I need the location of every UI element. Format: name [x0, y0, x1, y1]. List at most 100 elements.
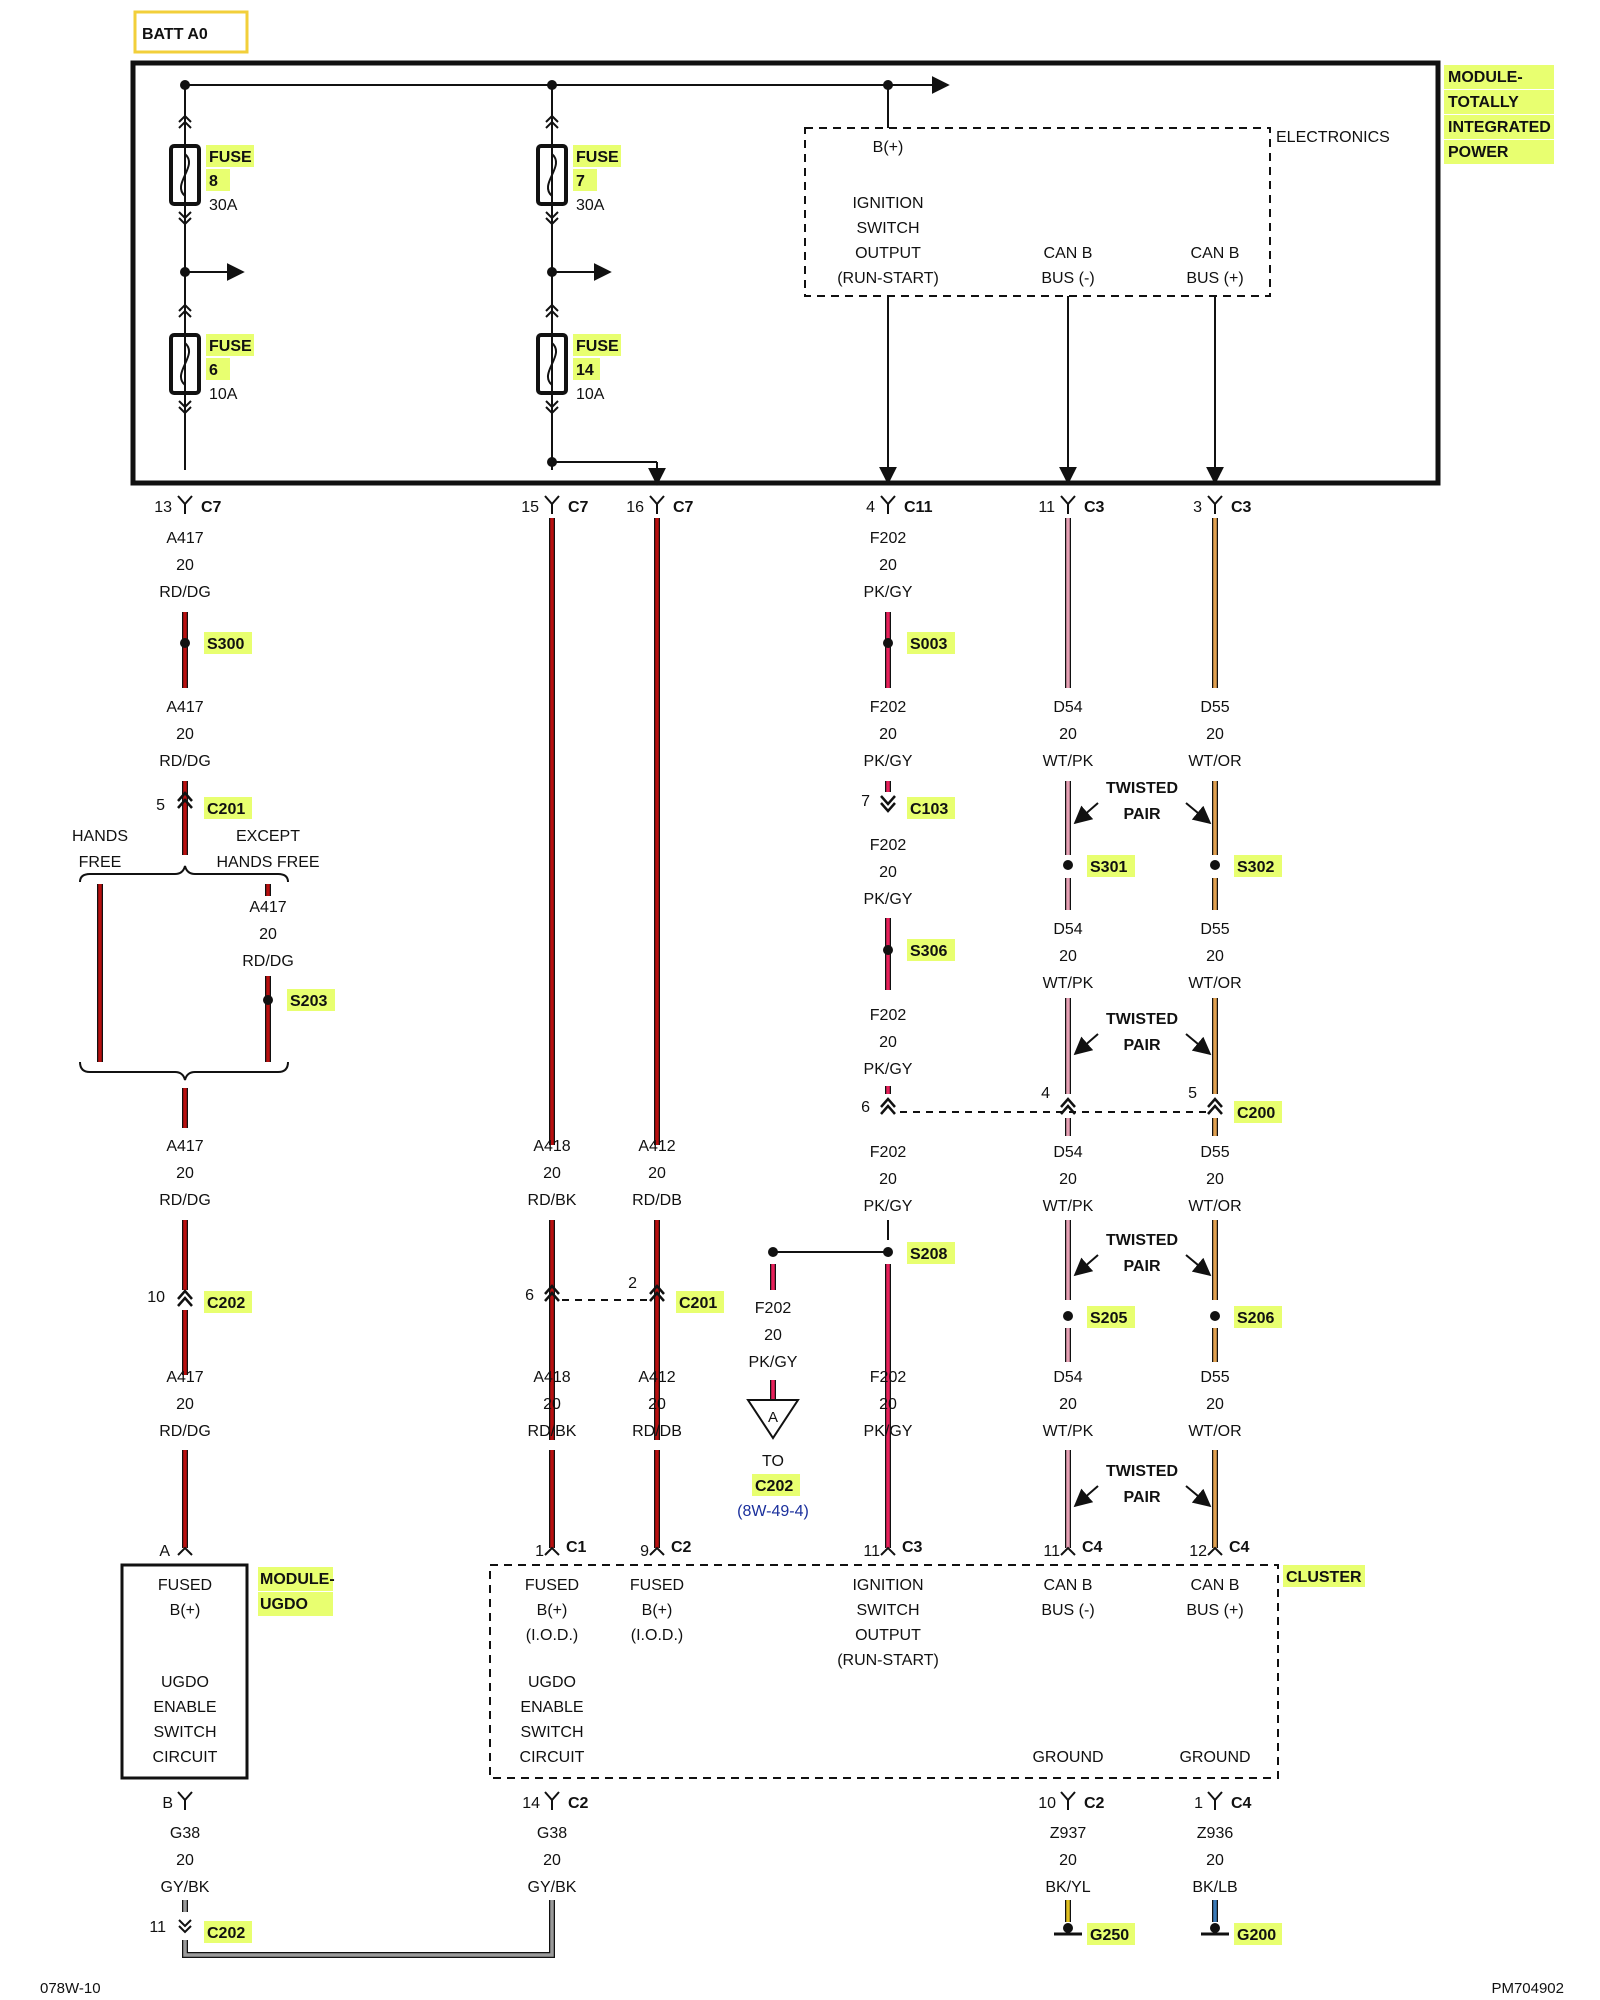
c202-10-name: C202 [207, 1295, 245, 1312]
s300-dot [180, 638, 190, 648]
ugdo-fused-1: B(+) [170, 1602, 201, 1619]
c103-7-name: C103 [910, 801, 948, 818]
f202-seg1-gauge: 20 [879, 557, 897, 574]
cluster-fused-2-1: B(+) [642, 1602, 673, 1619]
cluster-c3-pin [880, 1546, 896, 1556]
a412-seg2-gauge: 20 [648, 1396, 666, 1413]
brace-top [79, 865, 289, 883]
cluster-ugdo-enable-2: SWITCH [520, 1724, 583, 1741]
cluster-fused-1-2: (I.O.D.) [526, 1627, 578, 1644]
d54-seg1-circuit: D54 [1053, 699, 1082, 716]
electronics-canb-pos-0: CAN B [1191, 245, 1240, 262]
conn-c7-16-name: C7 [673, 499, 694, 516]
s003-label: S003 [910, 636, 947, 653]
d55-seg3-gauge: 20 [1206, 1171, 1224, 1188]
conn-c11-4-name: C11 [904, 499, 933, 516]
twisted-arrow-right-1 [1185, 802, 1212, 825]
fuse-8-top-terminal [178, 114, 192, 129]
fuse-14-top-terminal [545, 303, 559, 318]
g38-seg1-gauge: 20 [176, 1852, 194, 1869]
conn-c3-11-name: C3 [1084, 499, 1105, 516]
c202-10-number: 10 [147, 1289, 165, 1306]
a412-seg1-circuit: A412 [638, 1138, 675, 1155]
except-hands-free-label-0: EXCEPT [236, 828, 300, 845]
cluster-ugdo-enable-0: UGDO [528, 1674, 576, 1691]
a417-seg4-gauge: 20 [176, 1396, 194, 1413]
tipm-title-3: POWER [1448, 144, 1509, 161]
footer-right: PM704902 [1491, 1980, 1564, 1997]
electronics-bplus: B(+) [873, 139, 904, 156]
cluster-ign-2: OUTPUT [855, 1627, 921, 1644]
electronics-ign-1: SWITCH [856, 220, 919, 237]
s205-label: S205 [1090, 1310, 1127, 1327]
f202-seg2-color: PK/GY [864, 753, 913, 770]
conn-c3-11-number: 11 [1038, 499, 1055, 516]
s203-label: S203 [290, 993, 327, 1010]
ugdo-b-number: B [162, 1795, 173, 1812]
c201-5-name-highlight [204, 797, 252, 819]
cluster-fused-2-0: FUSED [630, 1577, 684, 1594]
f202-branch-gauge: 20 [764, 1327, 782, 1344]
fuse-6-label: FUSE [209, 338, 252, 355]
cluster-canb-neg-0: CAN B [1044, 1577, 1093, 1594]
cluster-fused-1-1: B(+) [537, 1602, 568, 1619]
offpage-ref: (8W-49-4) [737, 1503, 809, 1520]
fuse-8-bottom-terminal [178, 211, 192, 226]
cluster-ign-3: (RUN-START) [837, 1652, 939, 1669]
z936-seg-color: BK/LB [1192, 1879, 1237, 1896]
c202-10-name-highlight [204, 1291, 252, 1313]
s003-dot [883, 638, 893, 648]
fuse-8-element [179, 153, 191, 197]
f202-seg1-circuit: F202 [870, 530, 907, 547]
cluster-c4-1-number: 1 [1194, 1795, 1203, 1812]
cluster-ugdo-enable-1: ENABLE [520, 1699, 583, 1716]
s301-label-highlight [1087, 855, 1135, 877]
fuse-6-number: 6 [209, 362, 218, 379]
fuse-8-rating: 30A [209, 197, 238, 214]
s302-label-highlight [1234, 855, 1282, 877]
a418-seg2-color: RD/BK [528, 1423, 577, 1440]
f202-seg4-color: PK/GY [864, 1061, 913, 1078]
twisted-arrow-right-2 [1185, 1033, 1212, 1056]
electronics-canb-pos-1: BUS (+) [1186, 270, 1243, 287]
g200-node [1210, 1923, 1220, 1933]
cluster-c4-1-pin [1207, 1791, 1223, 1810]
g250-label-highlight [1087, 1923, 1135, 1945]
cluster-c4-12-number: 12 [1189, 1543, 1207, 1560]
conn-c3-3-name: C3 [1231, 499, 1252, 516]
f202-seg2-gauge: 20 [879, 726, 897, 743]
cluster-c1-name: C1 [566, 1539, 587, 1556]
c103-7-name-highlight [907, 797, 955, 819]
f202-seg5-color: PK/GY [864, 1198, 913, 1215]
twisted-pair-3-0: TWISTED [1106, 1232, 1178, 1249]
s208-label: S208 [910, 1246, 947, 1263]
conn-c3-3-number: 3 [1193, 499, 1202, 516]
fuse-7-element [546, 153, 558, 197]
fuse-6-rating: 10A [209, 386, 238, 403]
c201-62-name: C201 [679, 1295, 717, 1312]
cluster-c4-12-pin [1207, 1546, 1223, 1556]
d54-seg3-gauge: 20 [1059, 1171, 1077, 1188]
f202-seg6-color: PK/GY [864, 1423, 913, 1440]
d54-seg2-gauge: 20 [1059, 948, 1077, 965]
z936-seg-circuit: Z936 [1197, 1825, 1234, 1842]
ugdo-title-hl-0 [258, 1567, 333, 1591]
fuse-7-bottom-terminal [545, 211, 559, 226]
c200-5-number: 5 [1188, 1085, 1197, 1102]
fuse-6-number-highlight [206, 358, 230, 380]
twisted-pair-1-1: PAIR [1123, 806, 1160, 823]
fuse-14-number: 14 [576, 362, 594, 379]
conn-c7-13-name: C7 [201, 499, 222, 516]
a418-seg1-gauge: 20 [543, 1165, 561, 1182]
conn-c7-13-pin [177, 495, 193, 514]
a417-except-gauge: 20 [259, 926, 277, 943]
c200-6-number: 6 [861, 1099, 870, 1116]
fuse-14-rating: 10A [576, 386, 605, 403]
electronics-ign-0: IGNITION [852, 195, 923, 212]
tipm-title-1: TOTALLY [1448, 94, 1519, 111]
twisted-pair-2-1: PAIR [1123, 1037, 1160, 1054]
s306-dot [883, 945, 893, 955]
s300-label: S300 [207, 636, 244, 653]
tipm-title-2: INTEGRATED [1448, 119, 1551, 136]
a417-seg3-gauge: 20 [176, 1165, 194, 1182]
